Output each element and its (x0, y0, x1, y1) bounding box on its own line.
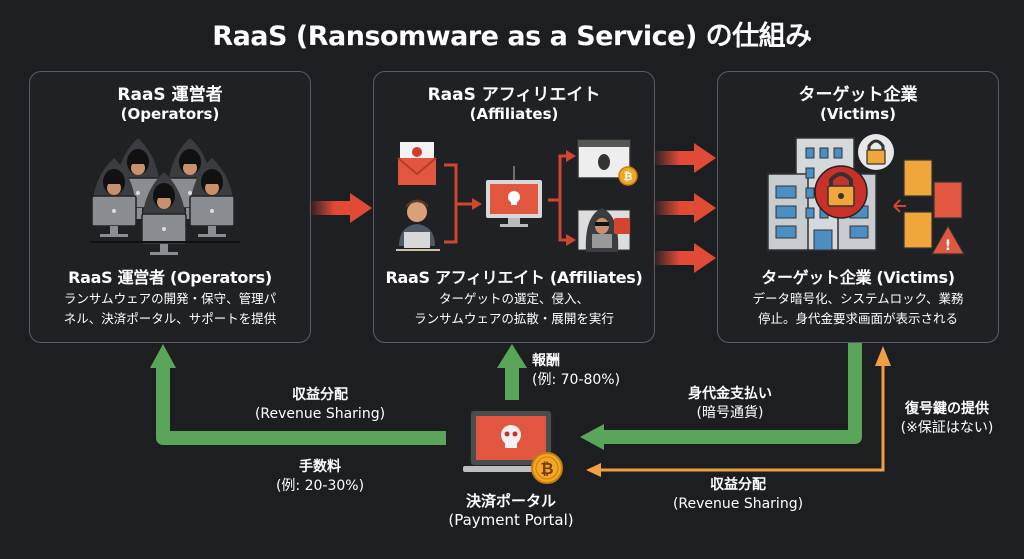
operators-desc-line: ランサムウェアの開発・保守、管理パ (63, 291, 277, 306)
affiliates-desc-line: ランサムウェアの拡散・展開を実行 (414, 311, 614, 326)
svg-text:!: ! (945, 238, 951, 254)
revenue-sharing-left-label: 収益分配 (Revenue Sharing) (230, 386, 410, 424)
label-en: (Payment Portal) (448, 511, 574, 529)
phishing-email-icon (397, 142, 437, 185)
label-en: (例: 20-30%) (275, 478, 365, 494)
label-jp: 報酬 (532, 353, 560, 369)
attacker-person-icon (396, 199, 440, 251)
label-jp: 手数料 (299, 459, 341, 475)
affiliates-subtitle: RaaS アフィリエイト (Affiliates) (385, 268, 643, 287)
fee-label: 手数料 (例: 20-30%) (260, 458, 380, 496)
affiliates-desc-line: ターゲットの選定、侵入、 (438, 291, 589, 306)
locked-building-icon: ! (767, 134, 966, 255)
affiliate-attack-flow-icon: ₿ (396, 139, 638, 252)
decryption-key-label: 復号鍵の提供 (※保証はない) (888, 400, 1006, 438)
label-en: (例: 70-80%) (532, 372, 621, 388)
green-arrow-ransom-payment (580, 343, 862, 450)
svg-text:₿: ₿ (540, 459, 553, 478)
affiliates-heading-en: (Affiliates) (469, 105, 559, 123)
encrypted-files-icon: ! (903, 159, 966, 255)
label-jp: 収益分配 (710, 477, 766, 493)
operators-heading-en: (Operators) (120, 105, 220, 123)
payment-portal-label: 決済ポータル (Payment Portal) (436, 492, 586, 530)
orange-arrow-decryption-key (586, 346, 891, 477)
payment-portal-laptop-icon (463, 409, 559, 472)
affiliates-panel: RaaS アフィリエイト (Affiliates) (373, 71, 655, 343)
page-title: RaaS (Ransomware as a Service) の仕組み (212, 21, 812, 52)
ransom-payment-label: 身代金支払い (暗号通貨) (670, 385, 790, 423)
red-lock-icon (814, 165, 868, 219)
label-jp: 収益分配 (292, 387, 348, 403)
hooded-hackers-icon (90, 138, 240, 256)
victims-desc-line: データ暗号化、システムロック、業務 (752, 291, 964, 306)
infected-computer-icon (486, 166, 542, 227)
affiliates-heading: RaaS アフィリエイト (427, 85, 601, 105)
red-arrow-affiliates-to-victims (652, 143, 716, 273)
red-arrow-operators-to-affiliates (308, 193, 372, 223)
reward-label: 報酬 (例: 70-80%) (532, 352, 642, 390)
victims-subtitle: ターゲット企業 (Victims) (761, 268, 955, 287)
victims-heading: ターゲット企業 (798, 85, 918, 105)
hooded-affiliate-icon (577, 208, 631, 252)
svg-text:₿: ₿ (624, 170, 633, 183)
label-jp: 身代金支払い (688, 386, 772, 402)
label-en: (Revenue Sharing) (672, 496, 804, 512)
label-jp: 復号鍵の提供 (905, 401, 989, 417)
green-arrow-fee-to-operators (150, 344, 446, 445)
label-en: (※保証はない) (900, 420, 994, 436)
victims-panel: ターゲット企業 (Victims) (717, 71, 999, 343)
operators-panel: RaaS 運営者 (Operators) RaaS (29, 71, 311, 343)
green-arrow-reward-to-affiliates (497, 344, 527, 400)
revenue-sharing-right-label: 収益分配 (Revenue Sharing) (658, 476, 818, 514)
malware-browser-icon: ₿ (577, 139, 638, 186)
label-en: (Revenue Sharing) (254, 406, 386, 422)
victims-description: データ暗号化、システムロック、業務 停止。身代金要求画面が表示される (726, 289, 990, 329)
label-jp: 決済ポータル (465, 492, 556, 510)
label-en: (暗号通貨) (696, 405, 764, 421)
operators-description: ランサムウェアの開発・保守、管理パ ネル、決済ポータル、サポートを提供 (38, 289, 302, 329)
small-lock-icon (858, 134, 894, 170)
affiliates-description: ターゲットの選定、侵入、 ランサムウェアの拡散・展開を実行 (382, 289, 646, 329)
victims-desc-line: 停止。身代金要求画面が表示される (757, 311, 958, 326)
operators-heading: RaaS 運営者 (117, 85, 223, 105)
operators-desc-line: ネル、決済ポータル、サポートを提供 (63, 311, 277, 326)
bitcoin-icon: ₿ (531, 452, 563, 484)
operators-subtitle: RaaS 運営者 (Operators) (68, 268, 272, 287)
victims-heading-en: (Victims) (820, 105, 896, 123)
